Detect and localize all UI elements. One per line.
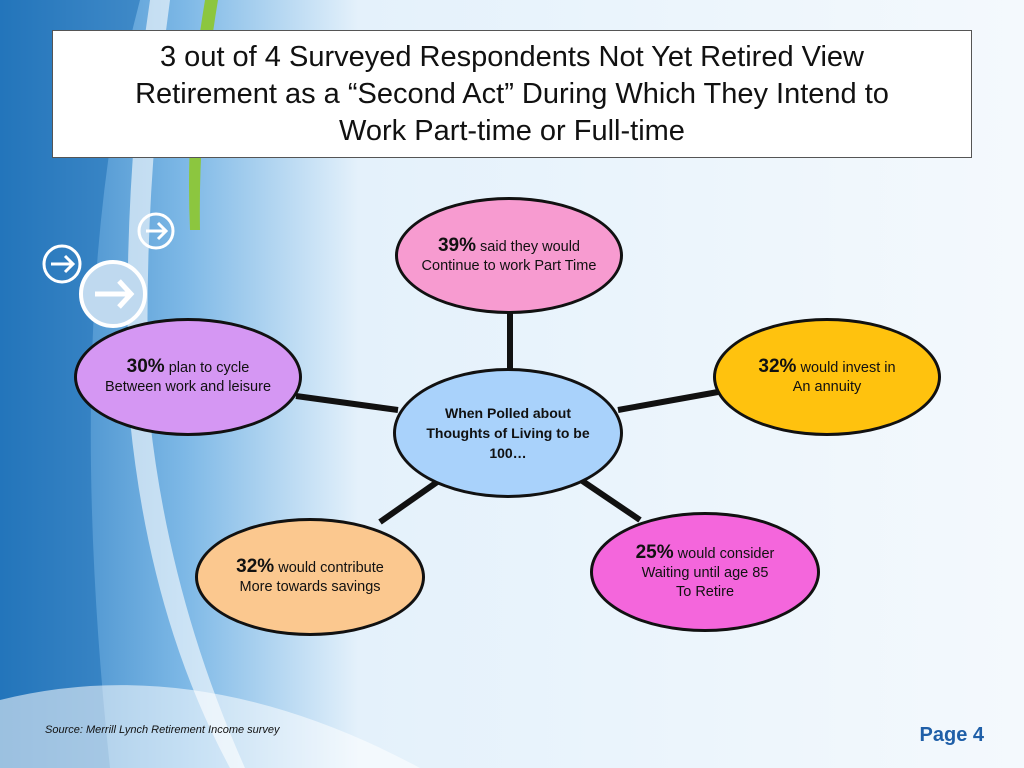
node-text: said they would bbox=[476, 238, 580, 255]
node-text: Between work and leisure bbox=[104, 379, 272, 395]
connector-line-bottom-left bbox=[378, 477, 442, 525]
arrow-right-icon bbox=[79, 260, 147, 328]
node-text: would consider bbox=[673, 545, 775, 562]
source-note: Source: Merrill Lynch Retirement Income … bbox=[45, 724, 280, 736]
node-contribute-savings: 32% would contribute More towards saving… bbox=[195, 518, 425, 636]
title-line: 3 out of 4 Surveyed Respondents Not Yet … bbox=[160, 40, 864, 73]
node-percent: 39% bbox=[437, 234, 477, 256]
title-line: Retirement as a “Second Act” During Whic… bbox=[135, 77, 889, 110]
node-text: Waiting until age 85 bbox=[641, 564, 769, 581]
node-percent: 32% bbox=[758, 356, 797, 377]
node-text: plan to cycle bbox=[164, 360, 250, 376]
node-continue-part-time: 39% said they would Continue to work Par… bbox=[395, 197, 623, 314]
center-text: When Polled about bbox=[445, 405, 571, 421]
node-percent: 32% bbox=[236, 556, 275, 577]
center-node: When Polled about Thoughts of Living to … bbox=[393, 368, 623, 498]
page-number: Page 4 bbox=[919, 724, 984, 746]
title-line: Work Part-time or Full-time bbox=[339, 114, 685, 147]
node-text: would contribute bbox=[274, 560, 384, 576]
node-cycle-work-leisure: 30% plan to cycle Between work and leisu… bbox=[74, 318, 302, 436]
center-text: Thoughts of Living to be bbox=[426, 425, 590, 441]
node-text: More towards savings bbox=[239, 579, 381, 595]
center-text: 100… bbox=[489, 445, 527, 461]
node-wait-until-85: 25% would consider Waiting until age 85 … bbox=[590, 512, 820, 632]
connector-line-right bbox=[617, 389, 719, 413]
node-percent: 30% bbox=[126, 356, 165, 377]
node-text: An annuity bbox=[792, 379, 862, 395]
connector-line-left bbox=[295, 393, 399, 413]
node-percent: 25% bbox=[635, 541, 674, 563]
arrow-right-icon bbox=[137, 212, 175, 250]
slide-title: 3 out of 4 Surveyed Respondents Not Yet … bbox=[52, 30, 972, 158]
arrow-right-icon bbox=[42, 244, 82, 284]
connector-line-bottom-right bbox=[576, 475, 642, 523]
node-invest-annuity: 32% would invest in An annuity bbox=[713, 318, 941, 436]
node-text: To Retire bbox=[675, 583, 735, 600]
node-text: Continue to work Part Time bbox=[421, 257, 597, 274]
node-text: would invest in bbox=[796, 360, 896, 376]
